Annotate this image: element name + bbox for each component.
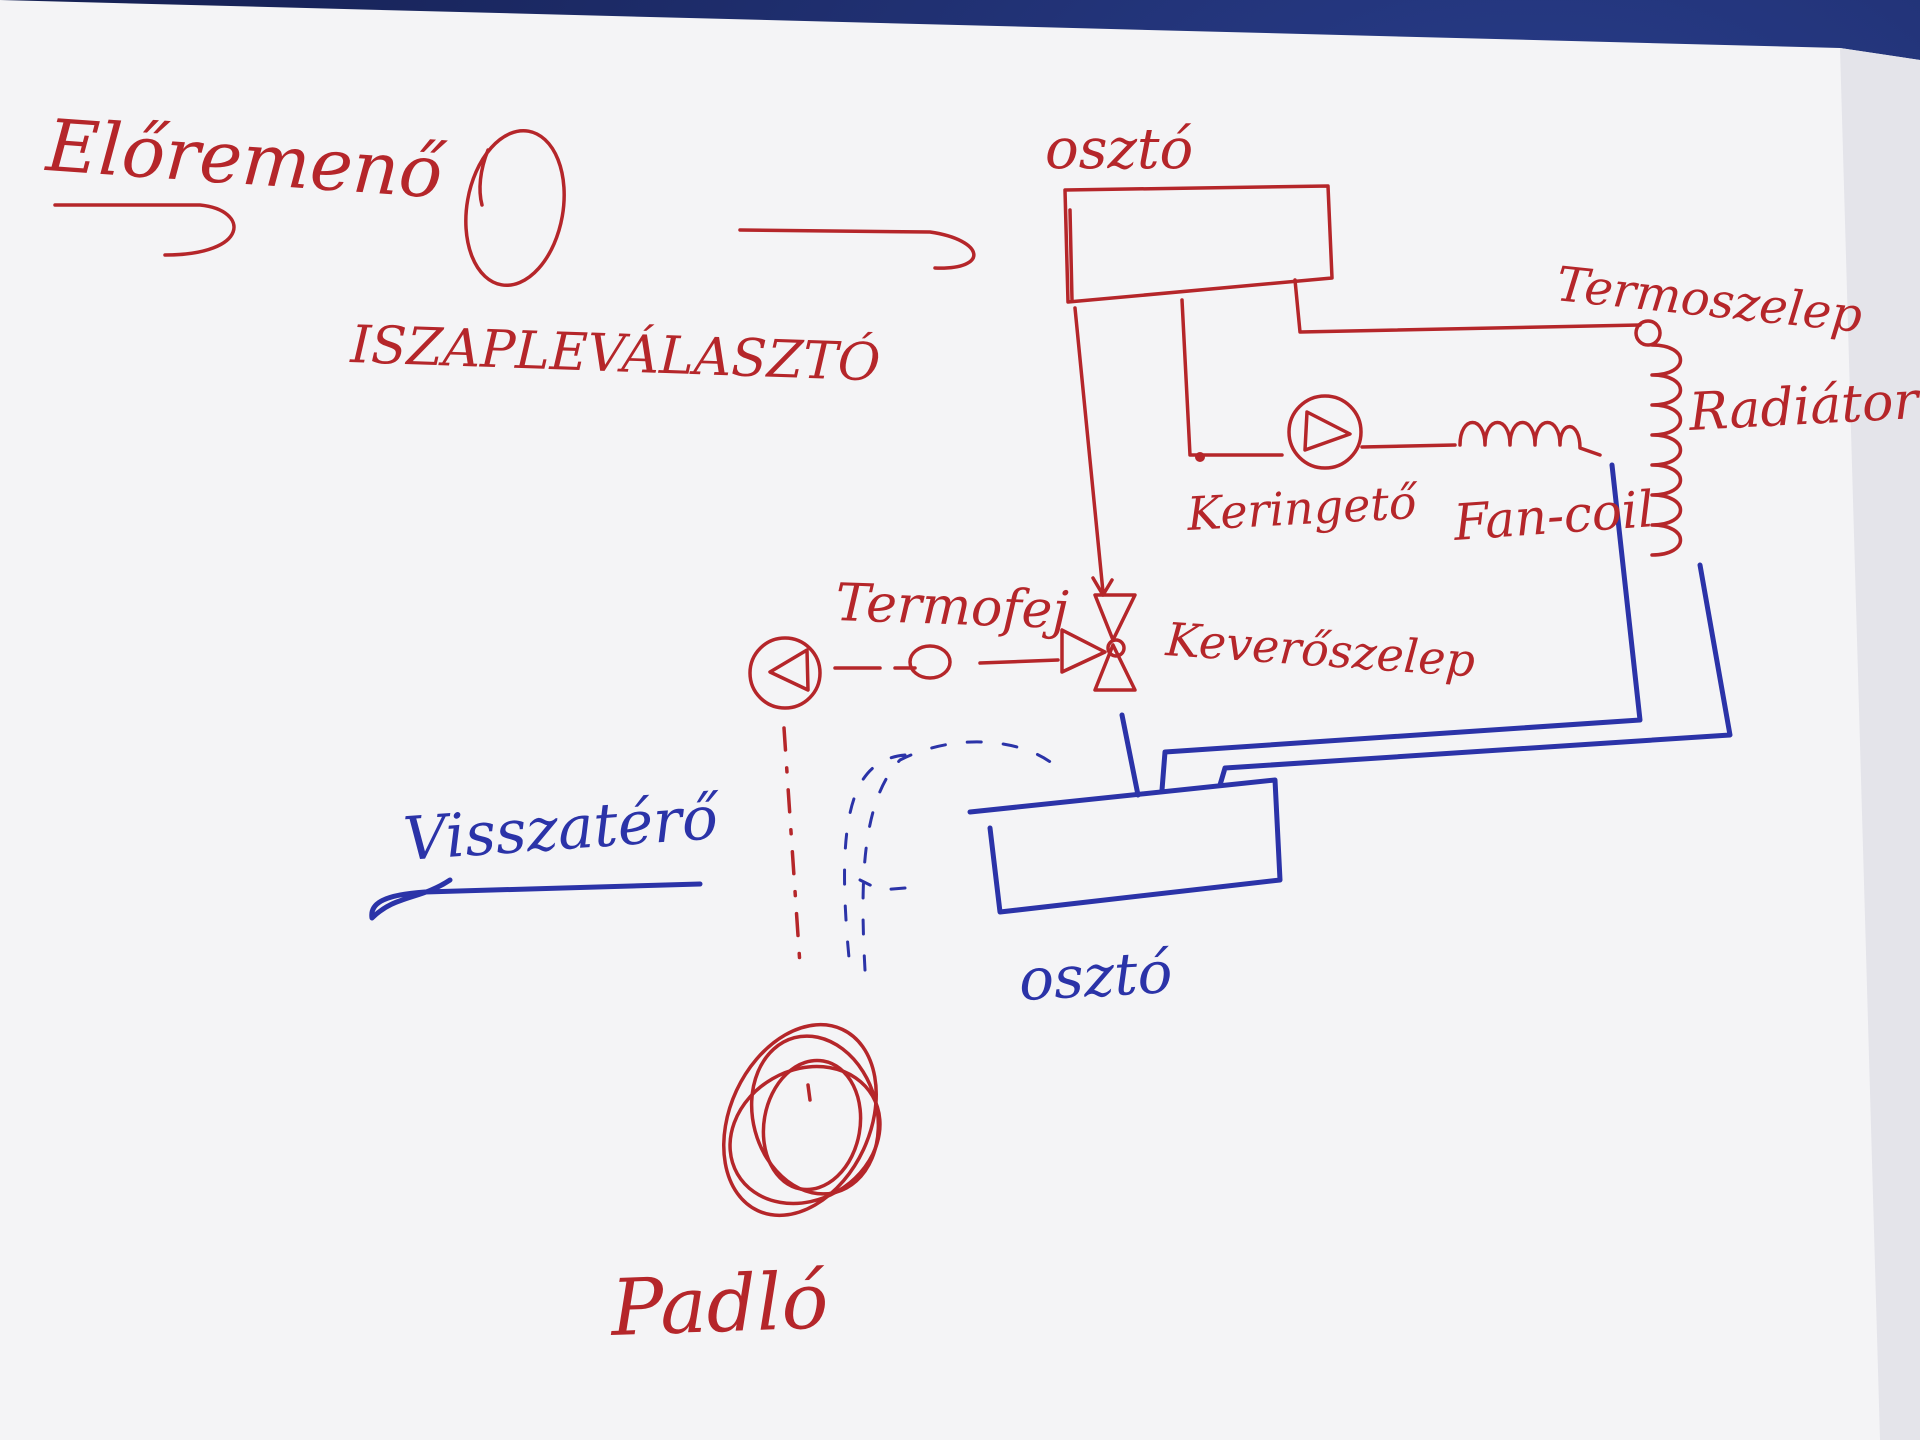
- manifold-top-box: [1063, 184, 1334, 304]
- label-thermo-head: Termofej: [835, 573, 1070, 641]
- return-from-fancoil: [1159, 462, 1643, 793]
- supply-arrow-icon: [53, 203, 236, 257]
- label-radiator: Radiátor: [1687, 371, 1920, 443]
- mixing-valve-icon: [1060, 593, 1137, 692]
- arrow-left-icon: [369, 877, 703, 921]
- arrow-right-icon: [738, 228, 976, 270]
- paper-shadow: [1840, 48, 1920, 1440]
- label-circulator: Keringető: [1185, 475, 1420, 541]
- sludge-separator-icon: [464, 128, 566, 288]
- fan-coil-icon: [1458, 420, 1602, 457]
- label-manifold-bottom: osztó: [1017, 938, 1174, 1014]
- pipe-to-mixing-valve: [1073, 306, 1105, 594]
- thermo-head-icon: [908, 644, 952, 680]
- radiator-coil-icon: [1650, 343, 1683, 557]
- floor-pump-icon: [748, 636, 822, 710]
- pipe-to-circulator: [1180, 298, 1284, 457]
- label-fan-coil: Fan-coil: [1451, 480, 1656, 552]
- floor-supply-dashline: [782, 726, 802, 967]
- pipe-pump-to-fancoil: [1360, 443, 1457, 449]
- floor-return-dashline: [843, 740, 1062, 972]
- pump-icon: [1287, 394, 1363, 470]
- return-from-radiator: [1217, 562, 1733, 788]
- junction-dot: [1195, 452, 1205, 462]
- manifold-bottom-box: [967, 777, 1283, 915]
- pipe-to-radiator: [1293, 278, 1642, 334]
- label-manifold-top: osztó: [1045, 117, 1193, 182]
- floor-loop-icon: [722, 1022, 882, 1218]
- thermo-valve-icon: [1634, 319, 1662, 347]
- pipe-mixing-to-manifold: [1119, 712, 1141, 798]
- label-floor: Padló: [608, 1256, 830, 1354]
